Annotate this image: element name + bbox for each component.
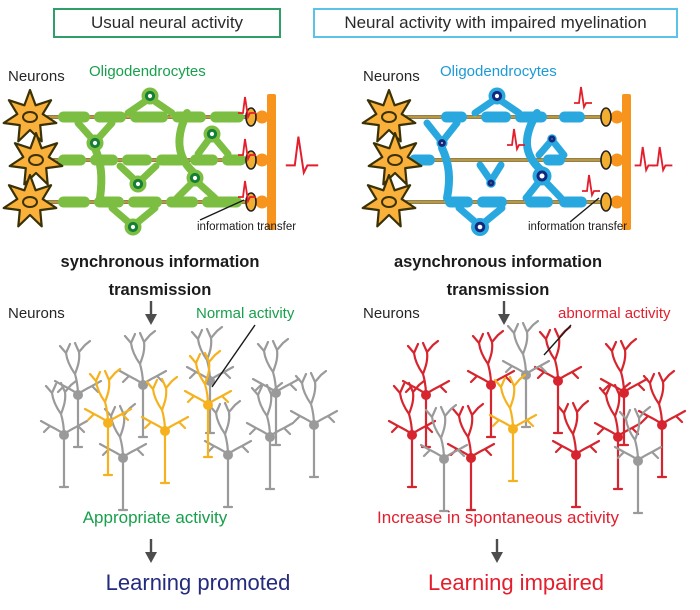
neuron-cell-bodies: [2, 88, 64, 228]
synapse-terminals: [600, 94, 631, 230]
right-network-neurons-label: Neurons: [363, 305, 420, 322]
abnormal-activity-pointer: [543, 324, 572, 356]
right-title: Neural activity with impaired myelinatio…: [344, 13, 647, 32]
left-transmission-heading: synchronous information transmission: [25, 248, 295, 304]
right-transmission-line1: asynchronous information: [393, 253, 603, 271]
appropriate-activity-text: Appropriate activity: [82, 508, 228, 527]
spontaneous-activity-text: Increase in spontaneous activity: [377, 508, 619, 527]
right-neurons-label: Neurons: [363, 68, 420, 85]
left-title-box: Usual neural activity: [53, 8, 281, 38]
abnormal-activity-label: abnormal activity: [558, 305, 671, 322]
learning-impaired-text: Learning impaired: [427, 570, 605, 595]
right-info-transfer-label: information transfer: [528, 221, 628, 233]
down-arrow-icon: [498, 301, 510, 325]
right-title-box: Neural activity with impaired myelinatio…: [313, 8, 678, 38]
left-info-transfer-label: information transfer: [197, 221, 297, 233]
left-transmission-line1: synchronous information: [60, 253, 260, 271]
down-arrow-icon: [145, 539, 157, 563]
normal-activity-pointer: [211, 324, 256, 388]
right-oligodendrocytes-label: Oligodendrocytes: [440, 63, 557, 80]
right-transmission-line2: transmission: [446, 281, 550, 299]
down-arrow-icon: [145, 301, 157, 325]
learning-promoted-text: Learning promoted: [105, 570, 291, 595]
left-transmission-line2: transmission: [108, 281, 212, 299]
impaired-myelination-diagram: [361, 86, 674, 236]
usual-activity-diagram: [2, 86, 320, 237]
action-potential-spikes: [506, 86, 674, 196]
down-arrow-icon: [491, 539, 503, 563]
left-neurons-label: Neurons: [8, 68, 65, 85]
abnormal-neuron-network: [387, 319, 687, 515]
red-neurons: [387, 325, 687, 512]
right-transmission-heading: asynchronous information transmission: [368, 248, 628, 304]
myelin-segments: [58, 111, 246, 208]
left-network-neurons-label: Neurons: [8, 305, 65, 322]
action-potential-spikes: [237, 96, 320, 202]
normal-neuron-network: [39, 324, 339, 512]
gray-neurons: [39, 325, 339, 512]
synapse-terminals: [245, 94, 276, 230]
myelin-segments: [409, 111, 587, 208]
neuron-cell-bodies: [361, 88, 423, 228]
oligodendrocyte-bodies: [436, 87, 557, 236]
left-oligodendrocytes-label: Oligodendrocytes: [89, 63, 206, 80]
info-transfer-pointer: [199, 199, 245, 221]
normal-activity-label: Normal activity: [196, 305, 295, 322]
info-transfer-pointer: [569, 197, 600, 223]
left-title: Usual neural activity: [90, 13, 244, 32]
